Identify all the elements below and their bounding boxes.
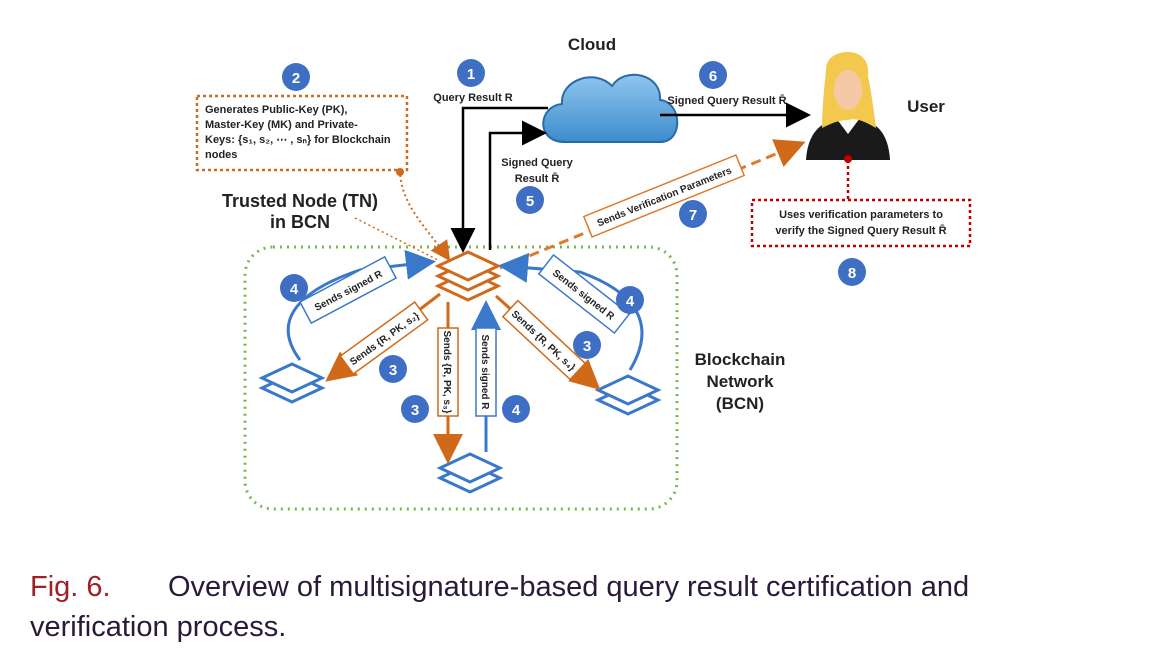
bottom-sends-signed-tag: Sends signed R [475,327,497,417]
step8-box [750,198,972,248]
step-badge-3-bottom: 3 [401,395,429,423]
arrow-left-sends-signed [286,249,436,361]
bottom-sends-signed-label: Sends signed R [479,334,490,410]
step-badge-7: 7 [679,200,707,228]
svg-text:3: 3 [389,362,397,379]
step-badge-2: 2 [282,63,310,91]
step2-connector [399,169,451,262]
svg-text:7: 7 [689,207,697,224]
step-badge-3-right: 3 [573,331,601,359]
step2-line-2: Master-Key (MK) and Private- [205,119,358,131]
step-badge-6: 6 [699,61,727,89]
step2-line-4: nodes [205,149,237,161]
tn-label-connector [354,217,439,261]
user-label: User [907,97,945,116]
step-badge-3-left: 3 [379,355,407,383]
query-result-label: Query Result R [433,92,513,104]
signed-query-result-top-label: Signed Query Result R̄ [667,95,786,107]
step-badge-1: 1 [457,59,485,87]
step-badge-8: 8 [838,258,866,286]
step-badge-5: 5 [516,186,544,214]
cloud-label: Cloud [568,35,616,54]
sends-verification-label: Sends Verification Parameters [596,165,734,229]
svg-text:3: 3 [583,338,591,355]
cloud-icon [542,73,679,143]
bcn-label-2: Network [706,372,774,391]
arrow-signed-query-to-cloud [488,120,547,250]
svg-text:3: 3 [411,402,419,419]
arrow-query-result [450,106,548,253]
step-badge-4-left: 4 [280,274,308,302]
signed-query-label-1: Signed Query [501,157,573,169]
svg-text:6: 6 [709,68,717,85]
step8-line-1: Uses verification parameters to [779,209,943,221]
trusted-node-label-1: Trusted Node (TN) [222,191,378,211]
svg-text:4: 4 [512,402,521,419]
step2-line-3: Keys: {s₁, s₂, ⋯ , sₙ} for Blockchain [205,134,391,146]
svg-text:5: 5 [526,193,534,210]
blockchain-node-left-icon [258,362,326,404]
right-sends-rpk-tag: Sends {R, PK, s₄} [501,299,587,381]
right-sends-signed-tag: Sends signed R [537,253,631,335]
blockchain-node-bottom-icon [436,452,504,494]
bottom-sends-rpk-tag: Sends {R, PK, s₃} [437,327,459,417]
bcn-label-1: Blockchain [695,350,786,369]
sends-verification-tag: Sends Verification Parameters [582,154,746,238]
step-badge-4-right: 4 [616,286,644,314]
step2-line-1: Generates Public-Key (PK), [205,104,347,116]
right-sends-rpk-label: Sends {R, PK, s₄} [509,309,577,374]
step-badge-4-bottom: 4 [502,395,530,423]
svg-text:4: 4 [626,293,635,310]
step2-box [195,94,409,172]
user-avatar-icon [806,52,890,160]
bcn-label-3: (BCN) [716,394,764,413]
trusted-node-icon [434,250,502,302]
caption-number: Fig. 6. [30,571,111,603]
svg-text:2: 2 [292,70,300,87]
caption-line-2: verification process. [30,611,286,643]
right-sends-signed-label: Sends signed R [550,268,616,323]
svg-text:8: 8 [848,265,856,282]
step8-line-2: verify the Signed Query Result R̄ [775,225,946,237]
trusted-node-label-2: in BCN [270,212,330,232]
bottom-sends-rpk-label: Sends {R, PK, s₃} [441,331,452,414]
caption-line-1: Overview of multisignature-based query r… [168,571,969,603]
blockchain-node-right-icon [594,374,662,416]
svg-text:1: 1 [467,66,475,83]
signed-query-label-2: Result R̄ [515,173,560,185]
svg-text:4: 4 [290,281,299,298]
